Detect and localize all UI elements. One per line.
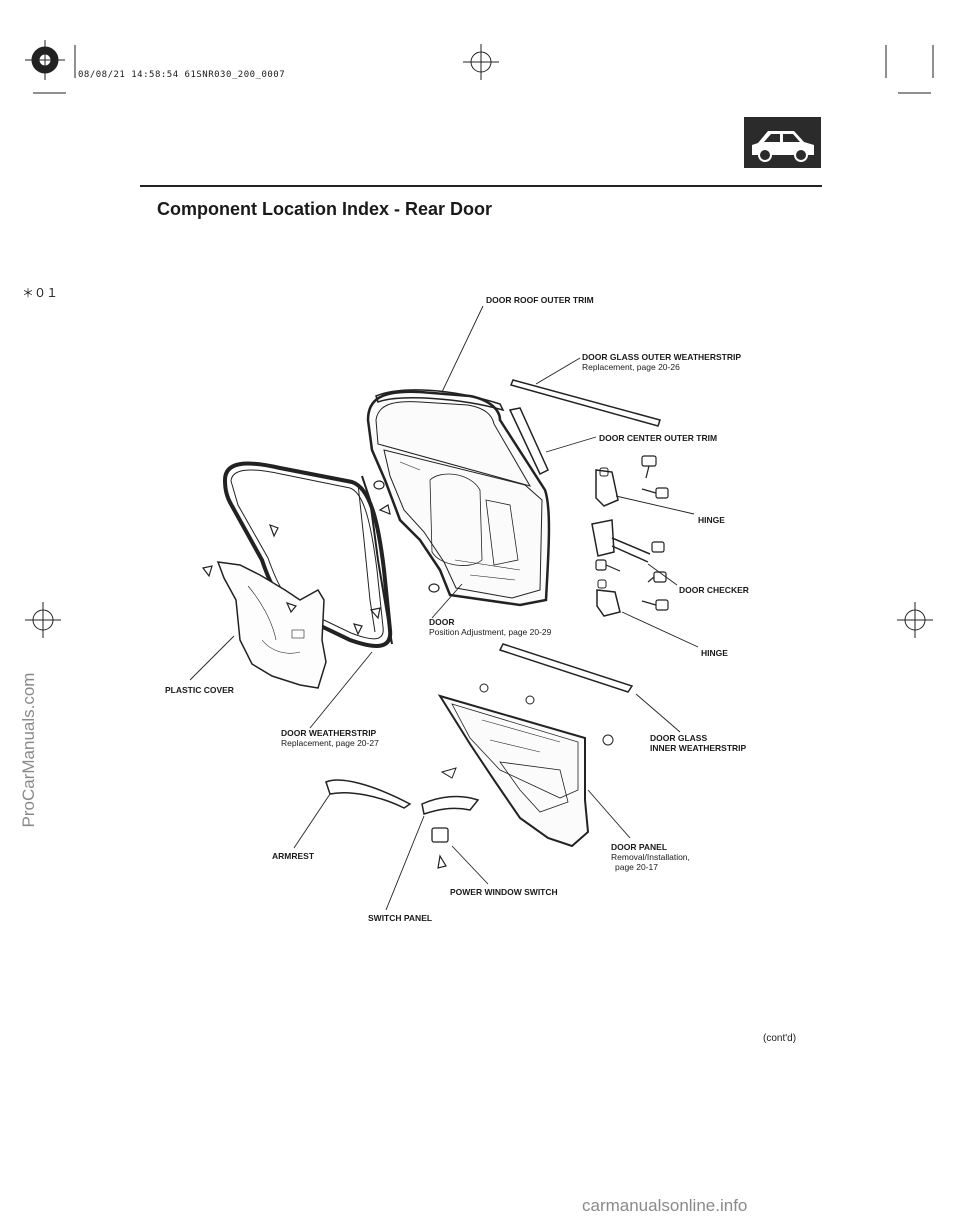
ref-door-weatherstrip: Replacement, page 20-27: [281, 738, 379, 748]
crop-mark-icon: [25, 44, 934, 638]
label-door-center-outer-trim: DOOR CENTER OUTER TRIM: [599, 433, 718, 443]
label-armrest: ARMREST: [272, 851, 315, 861]
bottom-watermark: carmanualsonline.info: [582, 1196, 748, 1215]
label-door-checker: DOOR CHECKER: [679, 585, 749, 595]
car-icon: [744, 117, 821, 168]
ref-door: Position Adjustment, page 20-29: [429, 627, 552, 637]
ref-door-panel-1: Removal/Installation,: [611, 852, 690, 862]
registration-mark-icon: [25, 40, 65, 80]
ref-door-glass-outer-weatherstrip: Replacement, page 20-26: [582, 362, 680, 372]
label-plastic-cover: PLASTIC COVER: [165, 685, 234, 695]
title-rule: [140, 185, 822, 187]
label-hinge-lower: HINGE: [701, 648, 728, 658]
section-marker: ＊０１: [22, 286, 59, 300]
label-door: DOOR: [429, 617, 455, 627]
label-door-roof-outer-trim: DOOR ROOF OUTER TRIM: [486, 295, 594, 305]
label-door-glass-inner-1: DOOR GLASS: [650, 733, 708, 743]
label-door-glass-inner-2: INNER WEATHERSTRIP: [650, 743, 747, 753]
print-stamp: 08/08/21 14:58:54 61SNR030_200_0007: [78, 70, 286, 80]
label-power-window-switch: POWER WINDOW SWITCH: [450, 887, 558, 897]
side-watermark: ProCarManuals.com: [19, 672, 38, 828]
ref-door-panel-2: page 20-17: [615, 862, 659, 872]
label-door-panel: DOOR PANEL: [611, 842, 668, 852]
continued-note: (cont'd): [763, 1033, 797, 1044]
label-switch-panel: SWITCH PANEL: [368, 913, 433, 923]
label-door-weatherstrip: DOOR WEATHERSTRIP: [281, 728, 377, 738]
label-hinge-upper: HINGE: [698, 515, 725, 525]
label-door-glass-outer-weatherstrip: DOOR GLASS OUTER WEATHERSTRIP: [582, 352, 741, 362]
page-title: Component Location Index - Rear Door: [157, 199, 493, 219]
